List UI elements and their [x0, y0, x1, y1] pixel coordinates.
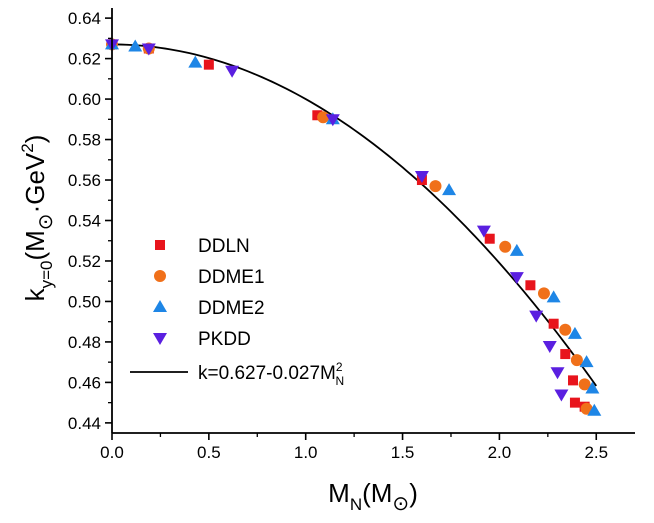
axis-titles: MN(M⊙) ky=0(M⊙·GeV2)	[18, 135, 418, 515]
data-point-ddme1	[559, 323, 572, 336]
data-point-ddme1	[580, 402, 593, 415]
data-point-ddme1	[537, 287, 550, 300]
data-point-pkdd	[141, 43, 156, 56]
x-tick-label: 0.5	[197, 443, 221, 462]
y-tick-label: 0.54	[68, 212, 101, 231]
x-axis-title: MN(M⊙)	[328, 478, 418, 515]
data-point-ddln	[568, 375, 579, 386]
data-point-ddln	[203, 59, 214, 70]
legend-label-pkdd: PKDD	[198, 329, 251, 350]
data-point-pkdd	[476, 225, 491, 238]
data-point-ddln	[525, 280, 536, 291]
axes: 0.0 0.5 1.0 1.5 2.0 2.5 0.44 0.46 0.48 0.50 0.52 0.…	[68, 8, 635, 462]
y-tick-label: 0.44	[68, 414, 101, 433]
legend-label-ddme2: DDME2	[198, 298, 265, 319]
series-ddme1	[106, 38, 593, 415]
y-tick-label: 0.58	[68, 131, 101, 150]
data-point-ddme2	[585, 381, 600, 394]
legend-label-ddme1: DDME1	[198, 267, 265, 288]
y-tick-label: 0.48	[68, 333, 101, 352]
data-point-ddln	[548, 318, 559, 329]
legend-marker-pkdd	[153, 333, 167, 345]
y-tick-label: 0.60	[68, 90, 101, 109]
y-tick-label: 0.50	[68, 292, 101, 311]
data-point-ddme1	[499, 240, 512, 253]
data-point-ddme2	[587, 403, 602, 416]
data-point-pkdd	[550, 367, 565, 380]
data-point-pkdd	[509, 272, 524, 285]
plot-area	[105, 37, 602, 416]
fit-curve	[111, 43, 597, 387]
data-point-ddme2	[567, 326, 582, 339]
data-point-pkdd	[325, 114, 340, 127]
legend-marker-ddln	[155, 240, 165, 250]
y-tick-label: 0.56	[68, 171, 101, 190]
series-ddme2	[105, 37, 602, 416]
series-ddln	[107, 39, 590, 412]
y-tick-label: 0.62	[68, 50, 101, 69]
data-point-ddln	[312, 110, 323, 121]
data-point-ddln	[569, 397, 580, 408]
data-point-ddme1	[570, 354, 583, 367]
data-point-ddme2	[546, 290, 561, 303]
data-point-pkdd	[414, 170, 429, 183]
data-point-ddme1	[317, 111, 330, 124]
y-axis-title: ky=0(M⊙·GeV2)	[18, 135, 57, 302]
x-tick-label: 1.5	[391, 443, 415, 462]
legend-label-ddln: DDLN	[198, 236, 250, 257]
data-point-pkdd	[554, 389, 569, 402]
x-tick-label: 0.0	[100, 443, 124, 462]
data-point-ddme2	[442, 183, 457, 196]
data-point-ddme2	[579, 355, 594, 368]
y-tick-label: 0.52	[68, 252, 101, 271]
data-point-ddme2	[188, 55, 203, 68]
legend-marker-ddme2	[153, 300, 167, 312]
x-tick-label: 1.0	[294, 443, 318, 462]
data-point-ddme1	[429, 180, 442, 193]
x-tick-label: 2.5	[584, 443, 608, 462]
data-point-pkdd	[542, 340, 557, 353]
data-point-ddme2	[509, 243, 524, 256]
data-point-ddme2	[128, 39, 143, 52]
data-point-pkdd	[529, 310, 544, 323]
x-tick-label: 2.0	[488, 443, 512, 462]
data-point-pkdd	[225, 65, 240, 78]
legend-marker-ddme1	[154, 270, 166, 282]
data-point-ddln	[560, 349, 571, 360]
data-point-ddln	[484, 233, 495, 244]
y-tick-label: 0.64	[68, 9, 101, 28]
data-point-ddme1	[578, 378, 591, 391]
y-tick-label: 0.46	[68, 373, 101, 392]
series-pkdd	[105, 39, 569, 402]
